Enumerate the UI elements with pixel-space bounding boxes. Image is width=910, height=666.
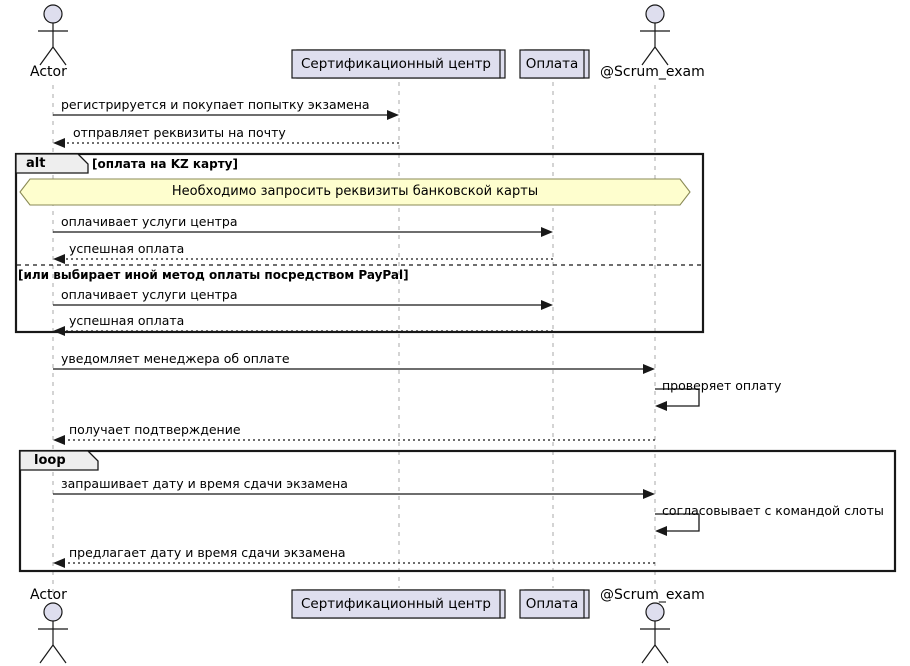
message-label-m6: успешная оплата	[69, 313, 185, 328]
note-text-card-details: Необходимо запросить реквизиты банковско…	[171, 184, 539, 199]
fragment-condition-alt: [оплата на KZ карту]	[92, 157, 238, 171]
note-card-details-shape	[19, 178, 691, 206]
message-arrow-m10	[53, 489, 655, 499]
loop-fragment-frame	[18, 449, 897, 573]
actor-body-bottom-actor	[38, 621, 68, 664]
message-label-m7: уведомляет менеджера об оплате	[61, 351, 290, 366]
message-arrow-m11-self	[655, 513, 700, 536]
message-arrow-m5	[53, 300, 553, 310]
message-label-m8: проверяет оплату	[662, 378, 782, 393]
participant-label-actor-top: Actor	[30, 64, 67, 80]
actor-head-top-actor	[43, 4, 63, 24]
actor-head-bottom-scrum	[645, 602, 665, 622]
participant-label-payment-bottom: Оплата	[525, 596, 579, 612]
lifelines	[52, 82, 656, 598]
participant-label-actor-bottom: Actor	[30, 587, 67, 603]
participant-box-payment-bottom	[519, 589, 590, 619]
participant-label-scrum-top: @Scrum_exam	[600, 64, 705, 80]
participant-label-center-bottom: Сертификационный центр	[300, 596, 492, 612]
participant-box-center-bottom	[291, 589, 506, 619]
message-arrow-m1	[53, 110, 399, 120]
actor-body-bottom-scrum	[640, 621, 670, 664]
participant-box-payment-top	[519, 49, 590, 79]
actor-head-top-scrum	[645, 4, 665, 24]
message-arrow-m12	[53, 558, 655, 568]
participant-box-center-top	[291, 49, 506, 79]
message-arrow-m8-self	[655, 388, 700, 411]
actor-body-top-actor	[38, 23, 68, 66]
actor-head-bottom-actor	[43, 602, 63, 622]
alt-fragment-frame	[14, 152, 705, 334]
message-arrow-m3	[53, 227, 553, 237]
message-label-m2: отправляет реквизиты на почту	[73, 125, 286, 140]
message-label-m10: запрашивает дату и время сдачи экзамена	[61, 476, 348, 491]
message-label-m4: успешная оплата	[69, 241, 185, 256]
message-label-m12: предлагает дату и время сдачи экзамена	[69, 545, 346, 560]
message-arrow-m7	[53, 364, 655, 374]
message-label-m5: оплачивает услуги центра	[61, 287, 238, 302]
fragment-operator-loop: loop	[34, 453, 66, 468]
participant-label-scrum-bottom: @Scrum_exam	[600, 587, 705, 603]
message-label-m9: получает подтверждение	[69, 422, 241, 437]
message-label-m3: оплачивает услуги центра	[61, 214, 238, 229]
fragment-operator-alt: alt	[26, 156, 46, 171]
message-arrow-m2	[53, 138, 399, 148]
message-label-m11: согласовывает с командой слоты	[662, 503, 884, 518]
participant-label-center-top: Сертификационный центр	[300, 56, 492, 72]
actor-body-top-scrum	[640, 23, 670, 66]
message-arrow-m9	[53, 435, 655, 445]
fragment-else-condition-alt: [или выбирает иной метод оплаты посредст…	[18, 268, 409, 282]
message-arrow-m4	[53, 254, 553, 264]
message-arrow-m6	[53, 326, 553, 336]
message-label-m1: регистрируется и покупает попытку экзаме…	[61, 97, 370, 112]
participant-label-payment-top: Оплата	[525, 56, 579, 72]
